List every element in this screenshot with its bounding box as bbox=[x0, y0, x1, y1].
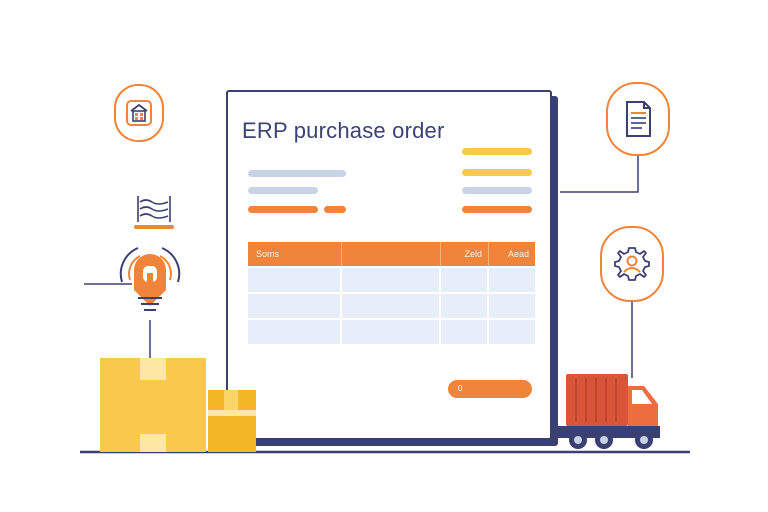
text-line bbox=[324, 206, 346, 213]
warehouse-badge bbox=[114, 84, 164, 142]
table-row bbox=[248, 318, 535, 344]
table-row bbox=[248, 292, 535, 318]
text-line bbox=[462, 148, 532, 155]
text-line bbox=[462, 187, 532, 194]
table-header-cell: Soms bbox=[248, 242, 342, 266]
layers-icon bbox=[134, 196, 174, 229]
text-line bbox=[248, 170, 346, 177]
text-line bbox=[248, 187, 318, 194]
settings-badge bbox=[600, 226, 664, 302]
text-line bbox=[462, 206, 532, 213]
purchase-order-document: ERP purchase order Soms Zeld Aead 0 bbox=[226, 90, 552, 440]
gear-person-icon bbox=[614, 247, 650, 281]
document-icon bbox=[626, 101, 651, 137]
table-row bbox=[248, 266, 535, 292]
location-signal-icon bbox=[119, 247, 181, 311]
warehouse-icon bbox=[126, 100, 152, 126]
text-line bbox=[248, 206, 318, 213]
delivery-truck bbox=[556, 374, 660, 449]
text-line bbox=[462, 169, 532, 176]
cardboard-boxes bbox=[100, 358, 256, 452]
document-badge bbox=[606, 82, 670, 156]
table-header-cell bbox=[342, 242, 441, 266]
order-table: Soms Zeld Aead bbox=[248, 242, 535, 344]
table-header: Soms Zeld Aead bbox=[248, 242, 535, 266]
table-header-cell: Zeld bbox=[441, 242, 489, 266]
table-header-cell: Aead bbox=[507, 249, 529, 259]
connector-line bbox=[560, 155, 639, 193]
document-title: ERP purchase order bbox=[242, 118, 445, 143]
submit-button[interactable]: 0 bbox=[448, 380, 532, 398]
